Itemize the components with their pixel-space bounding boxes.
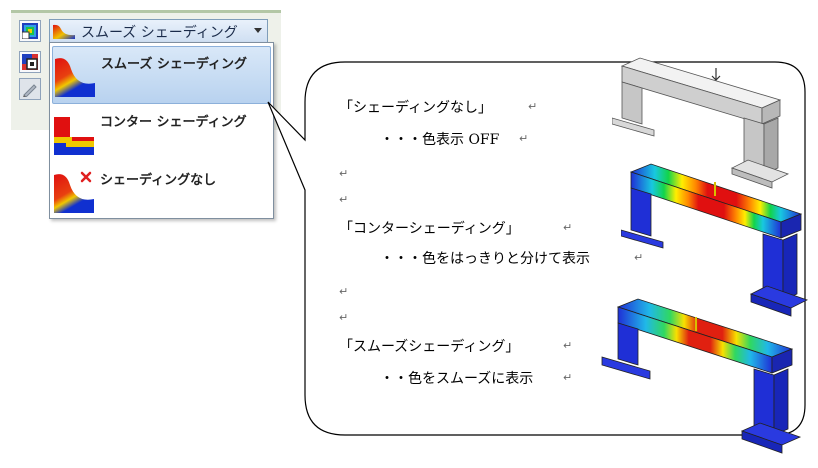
probe-button[interactable] bbox=[19, 78, 41, 100]
smooth-shading-model bbox=[601, 298, 802, 454]
menu-item-label: コンター シェーディング bbox=[100, 115, 247, 130]
menu-item-contour-shading[interactable]: コンター シェーディング bbox=[52, 105, 271, 163]
paragraph-mark: ↵ bbox=[563, 221, 573, 234]
menu-item-smooth-shading[interactable]: スムーズ シェーディング bbox=[52, 46, 271, 104]
paragraph-mark: ↵ bbox=[519, 132, 529, 145]
shading-mode-menu: スムーズ シェーディング コンター シェーディング シェーディングなし bbox=[49, 42, 274, 219]
paragraph-mark: ↵ bbox=[339, 311, 349, 324]
contour-view-icon bbox=[22, 23, 38, 39]
contour-shading-model bbox=[621, 163, 809, 317]
smooth-shading-icon bbox=[53, 24, 75, 39]
contour-view-button[interactable] bbox=[19, 20, 41, 42]
probe-pen-icon bbox=[23, 84, 37, 97]
paragraph-mark: ↵ bbox=[339, 167, 349, 180]
paragraph-mark: ↵ bbox=[563, 339, 573, 352]
no-shading-model bbox=[612, 57, 790, 189]
paragraph-mark: ↵ bbox=[339, 285, 349, 298]
callout-line-smooth-title: 「スムーズシェーディング」 bbox=[339, 339, 520, 355]
menu-item-label: スムーズ シェーディング bbox=[101, 57, 247, 72]
paragraph-mark: ↵ bbox=[563, 371, 573, 384]
callout-line-smooth-desc: ・・色をスムーズに表示 bbox=[380, 371, 534, 387]
paragraph-mark: ↵ bbox=[634, 251, 644, 264]
ribbon-top-border bbox=[11, 10, 281, 13]
smooth-shading-icon bbox=[55, 58, 95, 97]
dropdown-selected-label: スムーズ シェーディング bbox=[81, 25, 238, 41]
paragraph-mark: ↵ bbox=[528, 100, 538, 113]
chevron-down-icon bbox=[254, 28, 262, 33]
paragraph-mark: ↵ bbox=[339, 193, 349, 206]
callout-line-no-shading-title: 「シェーディングなし」 bbox=[339, 100, 493, 116]
callout-line-contour-desc: ・・・色をはっきりと分けて表示 bbox=[380, 251, 590, 267]
contour-shading-icon bbox=[54, 117, 94, 155]
callout-line-contour-title: 「コンターシェーディング」 bbox=[339, 221, 520, 237]
layer-view-button[interactable] bbox=[19, 51, 41, 73]
no-shading-icon bbox=[54, 171, 94, 213]
callout-line-no-shading-desc: ・・・色表示 OFF bbox=[380, 132, 500, 148]
layer-view-icon bbox=[22, 54, 38, 70]
shading-mode-dropdown[interactable]: スムーズ シェーディング bbox=[49, 19, 268, 42]
menu-item-no-shading[interactable]: シェーディングなし bbox=[52, 163, 271, 221]
menu-item-label: シェーディングなし bbox=[100, 173, 217, 188]
